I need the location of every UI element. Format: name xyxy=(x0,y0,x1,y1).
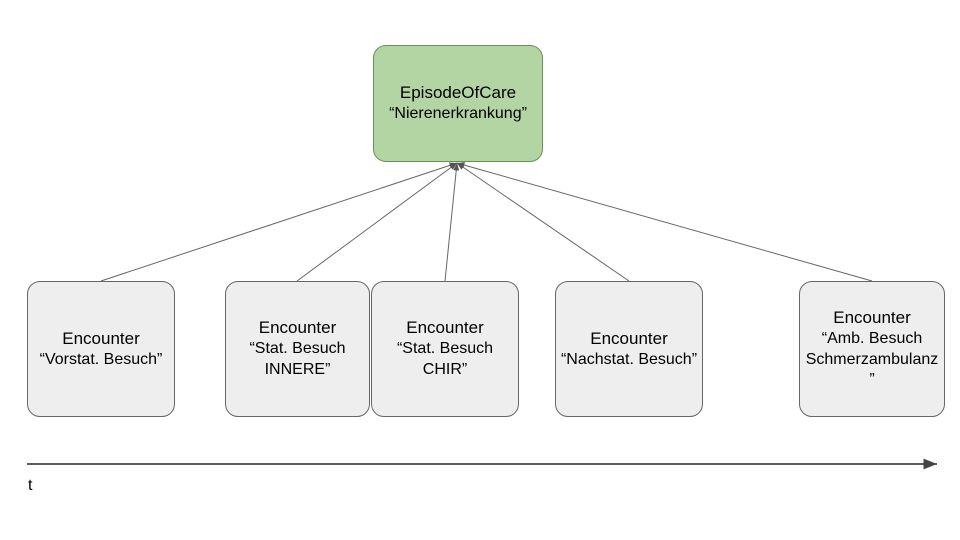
connector-line xyxy=(456,162,873,282)
node-subtitle: “Nierenerkrankung” xyxy=(389,105,527,123)
node-subtitle: “Nachstat. Besuch” xyxy=(560,350,698,368)
connector-line xyxy=(444,162,460,282)
node-title: Encounter xyxy=(406,318,484,338)
node-episode-of-care[interactable]: EpisodeOfCare “Nierenerkrankung” xyxy=(373,45,543,162)
connector-lines xyxy=(100,162,873,282)
node-title: Encounter xyxy=(258,318,337,338)
node-title: Encounter xyxy=(590,328,668,348)
node-encounter-nachstat-besuch[interactable]: Encounter “Nachstat. Besuch” xyxy=(555,281,703,417)
node-encounter-stat-besuch-innere[interactable]: Encounter “Stat. Besuch INNERE” xyxy=(225,281,370,417)
node-title: EpisodeOfCare xyxy=(399,83,517,103)
connector-line xyxy=(296,162,458,282)
node-subtitle: “Amb. Besuch Schmerzambulanz” xyxy=(805,329,939,389)
node-encounter-stat-besuch-chir[interactable]: Encounter “Stat. Besuch CHIR” xyxy=(371,281,519,417)
node-encounter-vorstat-besuch[interactable]: Encounter “Vorstat. Besuch” xyxy=(27,281,175,417)
node-subtitle: “Stat. Besuch CHIR” xyxy=(396,340,494,379)
connector-line xyxy=(456,162,630,282)
node-subtitle: “Vorstat. Besuch” xyxy=(39,350,163,368)
node-title: Encounter xyxy=(62,328,140,348)
node-title: Encounter xyxy=(833,307,911,327)
connector-line xyxy=(100,162,458,282)
time-axis-label: t xyxy=(28,477,33,494)
node-subtitle: “Stat. Besuch INNERE” xyxy=(249,340,346,379)
node-encounter-amb-besuch-schmerzambulanz[interactable]: Encounter “Amb. Besuch Schmerzambulanz” xyxy=(799,281,945,417)
